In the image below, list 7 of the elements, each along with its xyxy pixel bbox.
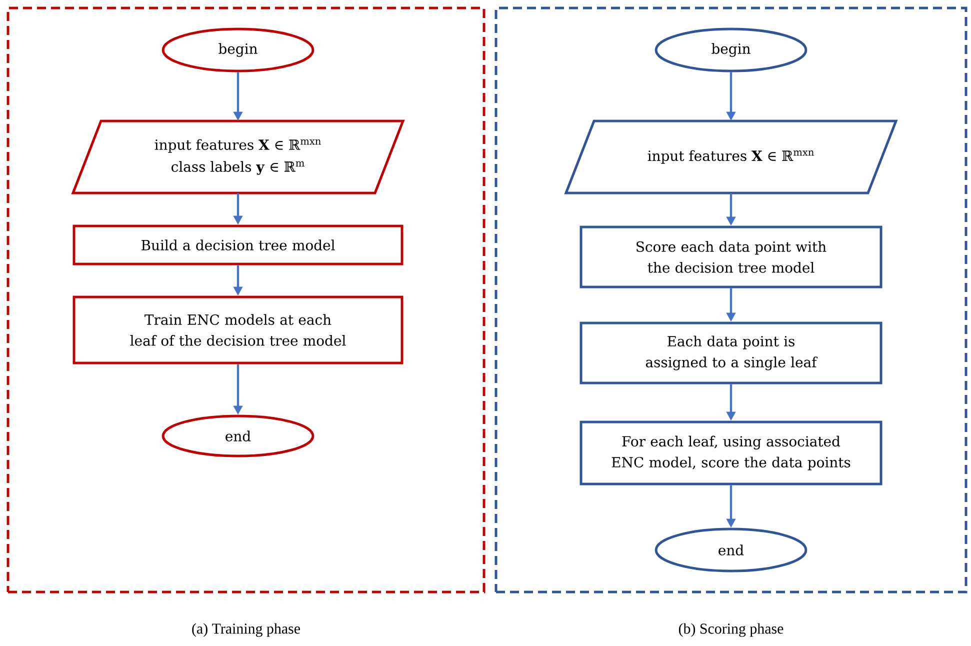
process-box: Build a decision tree model <box>72 224 404 266</box>
process-box: Each data point is assigned to a single leaf <box>580 322 882 384</box>
process-box: Score each data point with the decision tree model <box>580 226 882 288</box>
process-box: Train ENC models at each leaf of the decision tree model <box>72 296 404 364</box>
panel-heading: (a) Training phase <box>192 623 300 637</box>
panel-heading: (b) Scoring phase <box>678 623 784 637</box>
process-box: For each leaf, using associated ENC model, score the data points <box>580 420 882 486</box>
